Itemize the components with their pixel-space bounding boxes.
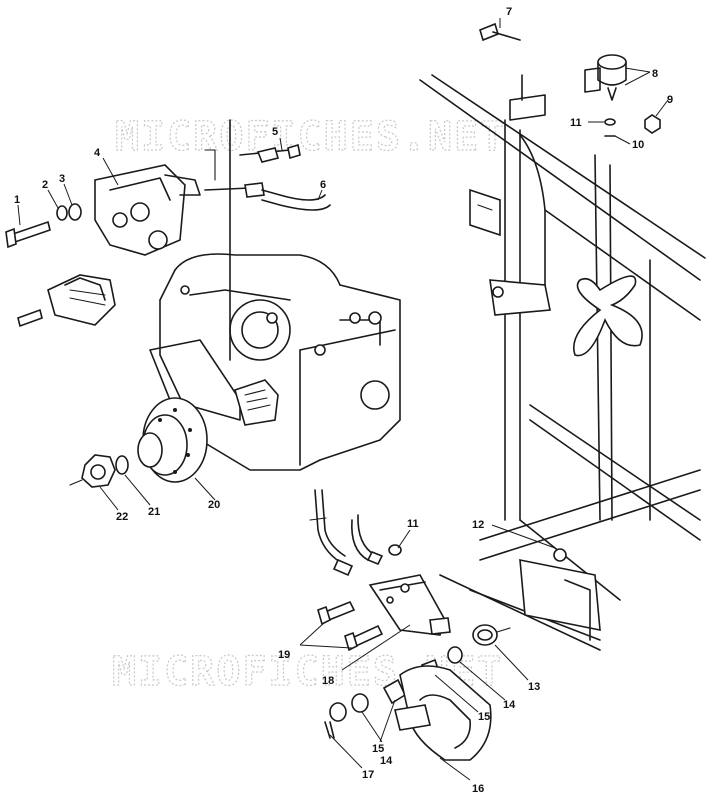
callout-2: 2 [42, 179, 48, 191]
callout-21: 21 [148, 506, 160, 518]
parking-brake-mechanism [309, 489, 511, 761]
callout-1: 1 [14, 194, 20, 206]
engine-housing [149, 119, 401, 471]
callout-13: 13 [528, 681, 540, 693]
brake-reservoir [479, 22, 661, 137]
callout-15-right: 15 [478, 711, 490, 723]
callout-12: 12 [472, 519, 484, 531]
brake-caliper [5, 164, 201, 256]
callout-labels: 1 2 3 4 5 6 7 8 9 10 11 11 12 13 14 14 1… [14, 6, 673, 795]
nut-and-washer [69, 454, 129, 488]
callout-5: 5 [272, 126, 278, 138]
callout-17: 17 [362, 769, 374, 781]
brake-disc [137, 397, 208, 483]
callout-7: 7 [506, 6, 512, 18]
callout-15-left: 15 [372, 743, 384, 755]
callout-16: 16 [472, 783, 484, 795]
brake-pads [17, 274, 116, 328]
callout-4: 4 [94, 147, 101, 159]
callout-10: 10 [632, 139, 644, 151]
callout-22: 22 [116, 511, 128, 523]
callout-6: 6 [320, 179, 326, 191]
brake-line [204, 143, 331, 211]
callout-14-right: 14 [503, 699, 516, 711]
callout-20: 20 [208, 499, 220, 511]
watermark-top: MICROFICHES.NET [115, 114, 506, 160]
callout-18: 18 [322, 675, 334, 687]
callout-11-bottom: 11 [407, 518, 419, 530]
vehicle-frame [419, 74, 706, 651]
callout-14-left: 14 [380, 755, 393, 767]
callout-9: 9 [667, 94, 673, 106]
leader-lines [17, 18, 669, 781]
callout-8: 8 [652, 68, 658, 80]
callout-19: 19 [278, 649, 290, 661]
callout-11-top: 11 [570, 117, 582, 129]
callout-3: 3 [59, 173, 65, 185]
